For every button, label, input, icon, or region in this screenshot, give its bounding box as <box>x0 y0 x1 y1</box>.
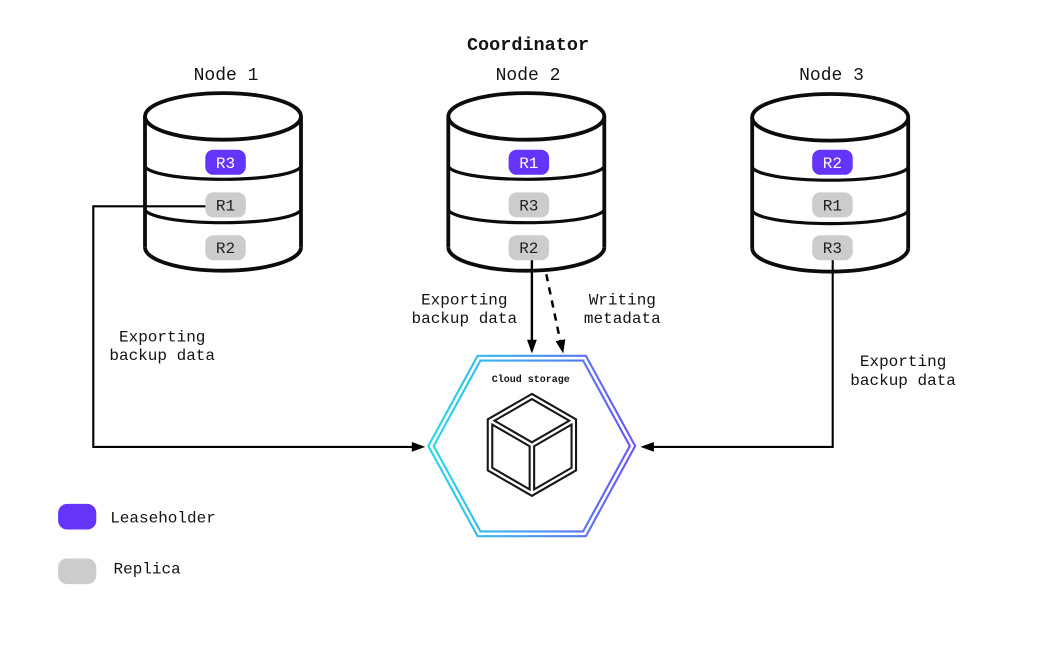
svg-text:R1: R1 <box>216 197 235 215</box>
svg-text:R3: R3 <box>519 197 538 215</box>
svg-text:Exporting: Exporting <box>860 353 946 371</box>
svg-text:R3: R3 <box>216 155 235 173</box>
svg-text:Cloud storage: Cloud storage <box>492 374 570 386</box>
svg-text:Writing: Writing <box>589 292 656 310</box>
svg-text:backup data: backup data <box>411 310 517 328</box>
svg-text:Replica: Replica <box>114 560 182 578</box>
svg-text:Exporting: Exporting <box>421 292 507 310</box>
svg-text:Exporting: Exporting <box>119 329 205 347</box>
svg-text:Node 3: Node 3 <box>799 66 864 86</box>
svg-text:R1: R1 <box>519 155 538 173</box>
svg-text:Node 1: Node 1 <box>194 66 259 86</box>
svg-text:backup data: backup data <box>109 347 215 365</box>
svg-text:R2: R2 <box>519 240 538 258</box>
svg-text:R2: R2 <box>823 155 842 173</box>
svg-text:R2: R2 <box>216 240 235 258</box>
svg-text:Coordinator: Coordinator <box>467 35 589 56</box>
svg-text:metadata: metadata <box>584 310 661 328</box>
svg-text:Leaseholder: Leaseholder <box>110 509 216 527</box>
svg-text:backup data: backup data <box>850 372 956 390</box>
svg-text:R1: R1 <box>823 197 842 215</box>
svg-text:Node 2: Node 2 <box>496 66 561 86</box>
svg-text:R3: R3 <box>823 240 842 258</box>
